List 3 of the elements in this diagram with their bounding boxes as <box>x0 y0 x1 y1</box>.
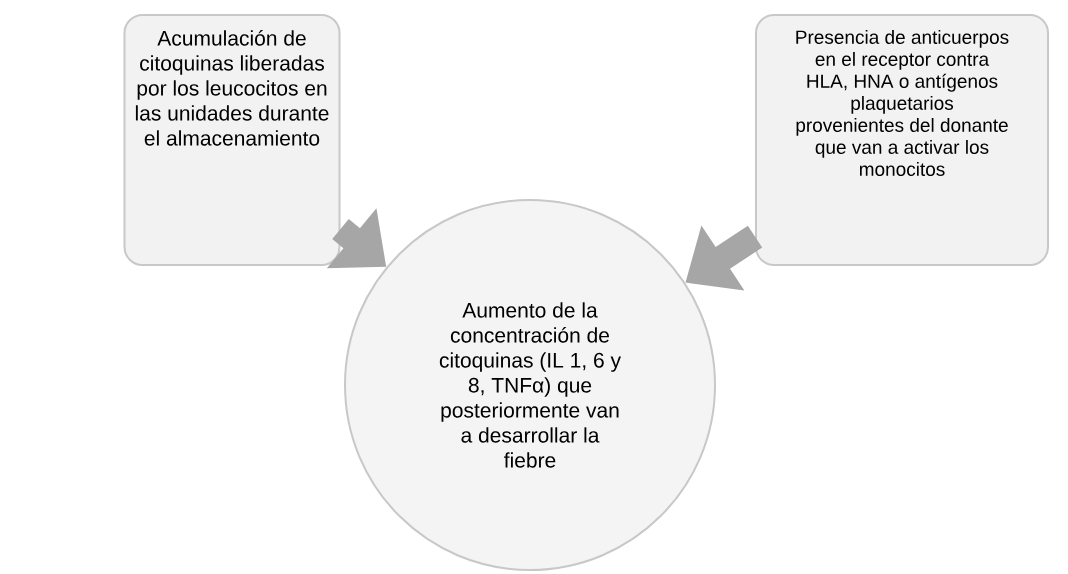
circle-node: Aumento de la concentración de citoquinas (IL 1, 6 y 8, TNFα) que posteriormente van a desarrollar la fiebre <box>344 199 716 571</box>
rounded-box: Acumulación de citoquinas liberadas por los leucocitos en las unidades durante el almacenamiento <box>123 14 341 266</box>
rounded-box: Presencia de anticuerpos en el receptor contra HLA, HNA o antígenos plaquetarios provenientes del donante que van a activar los monocitos <box>755 14 1049 266</box>
